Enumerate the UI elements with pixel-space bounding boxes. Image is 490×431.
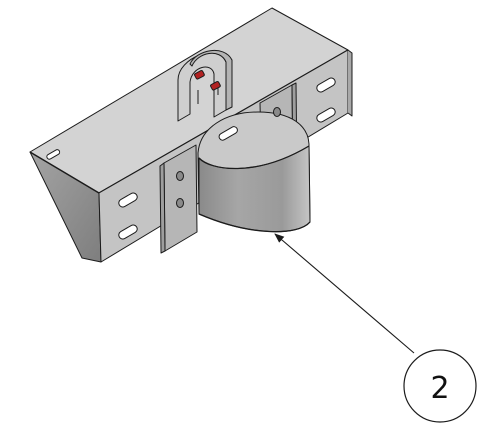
bolt-left xyxy=(194,70,205,80)
hole-plate-2 xyxy=(176,198,184,208)
slot-front-1 xyxy=(118,192,138,208)
leader-line xyxy=(274,233,415,354)
hole-plate-3 xyxy=(273,107,281,117)
bracket-assembly xyxy=(29,7,353,263)
slot-front-3 xyxy=(316,77,336,93)
bolt-right xyxy=(210,81,221,91)
centre-plate xyxy=(163,144,198,252)
callout-balloon: 2 xyxy=(403,349,477,423)
slot-front-4 xyxy=(316,107,336,123)
callout-number: 2 xyxy=(430,371,449,406)
callout-circle xyxy=(403,349,477,423)
slot-top-1 xyxy=(46,149,61,160)
lifting-eye xyxy=(177,52,227,122)
slot-top-2 xyxy=(218,126,238,141)
hole-plate-1 xyxy=(176,171,184,181)
slot-front-2 xyxy=(118,224,138,240)
